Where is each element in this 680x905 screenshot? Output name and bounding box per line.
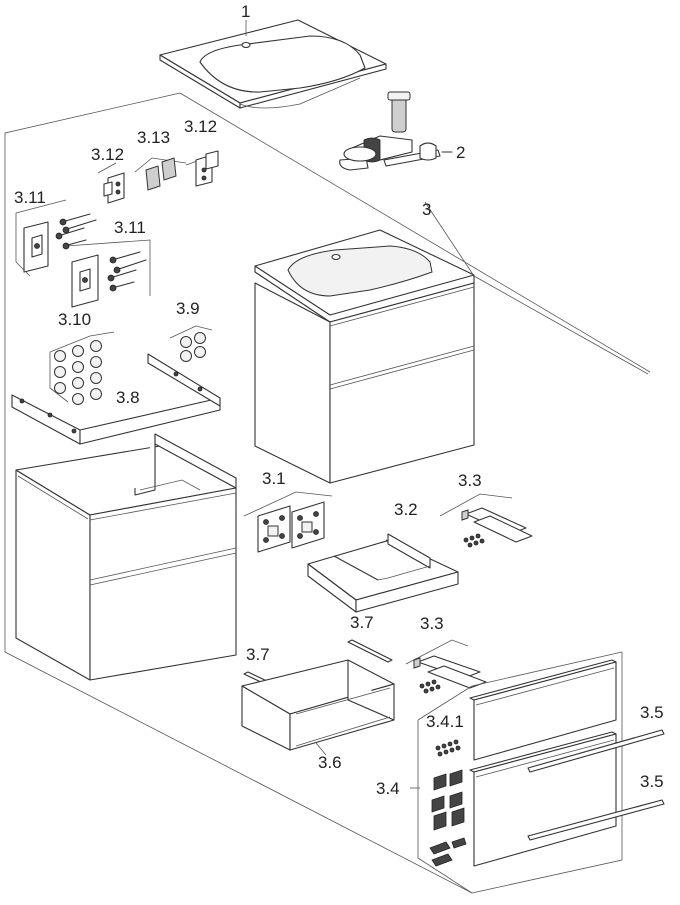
part-3-3-runners-lower: 3.3	[405, 614, 487, 694]
part-3-3-runners-upper: 3.3	[439, 471, 533, 548]
part-3-12-fittings: 3.12 3.12	[91, 117, 219, 204]
part-2-siphon: 2	[339, 91, 465, 171]
part-3-4-drawer-fronts: 3.4	[376, 659, 617, 867]
label-2: 2	[456, 143, 465, 162]
label-3-5-a: 3.5	[640, 703, 664, 722]
part-3-5-handle-lower: 3.5	[527, 772, 665, 841]
part-3-13-fitting: 3.13	[134, 128, 187, 191]
part-3-4-clips	[429, 769, 467, 867]
label-3-9: 3.9	[176, 299, 200, 318]
label-3-3-a: 3.3	[458, 471, 482, 490]
label-3-1: 3.1	[262, 469, 286, 488]
label-3-4: 3.4	[376, 779, 400, 798]
cabinet-body-open	[15, 433, 237, 681]
assembly-3-boundary	[4, 92, 651, 894]
part-3-complete-unit: 3	[254, 200, 649, 484]
label-3: 3	[422, 200, 431, 219]
label-3-13: 3.13	[137, 128, 170, 147]
label-3-5-b: 3.5	[640, 772, 664, 791]
part-3-2-drawer-insert: 3.2	[307, 500, 459, 613]
label-3-8: 3.8	[116, 388, 140, 407]
label-3-11-a: 3.11	[14, 188, 46, 207]
label-3-4-1: 3.4.1	[426, 712, 464, 731]
label-3-2: 3.2	[394, 500, 418, 519]
part-3-8-mounting-frame: 3.8	[11, 353, 221, 445]
part-3-11-wall-brackets: 3.11 3.11	[14, 188, 151, 308]
part-3-1-side-panels: 3.1	[243, 469, 333, 553]
label-3-10: 3.10	[58, 310, 91, 329]
part-3-5-handle-upper: 3.5	[527, 703, 665, 773]
part-1-washbasin: 1	[159, 2, 387, 109]
part-3-10-caps: 3.10	[49, 310, 115, 405]
label-3-12-a: 3.12	[91, 145, 124, 164]
part-3-6-drawer-box: 3.6	[241, 659, 395, 772]
label-3-12-b: 3.12	[184, 117, 217, 136]
label-3-6: 3.6	[318, 753, 342, 772]
part-3-4-boundary	[417, 651, 623, 894]
part-3-4-1-fittings: 3.4.1	[426, 712, 464, 757]
label-3-7-b: 3.7	[350, 613, 374, 632]
part-3-9-plugs: 3.9	[169, 299, 213, 362]
label-3-11-b: 3.11	[114, 218, 146, 237]
label-3-7-a: 3.7	[246, 645, 270, 664]
part-3-7-handle-upper: 3.7	[347, 613, 393, 663]
label-3-3-b: 3.3	[420, 614, 444, 633]
label-1: 1	[241, 2, 250, 21]
